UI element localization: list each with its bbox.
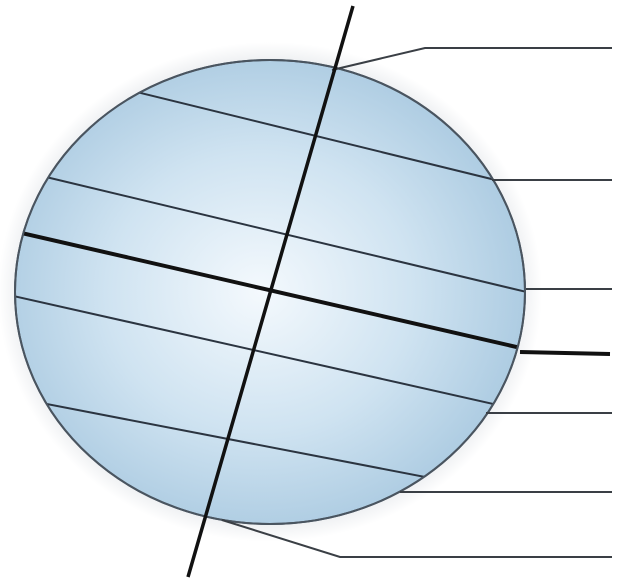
equator-leader-line (520, 352, 610, 354)
